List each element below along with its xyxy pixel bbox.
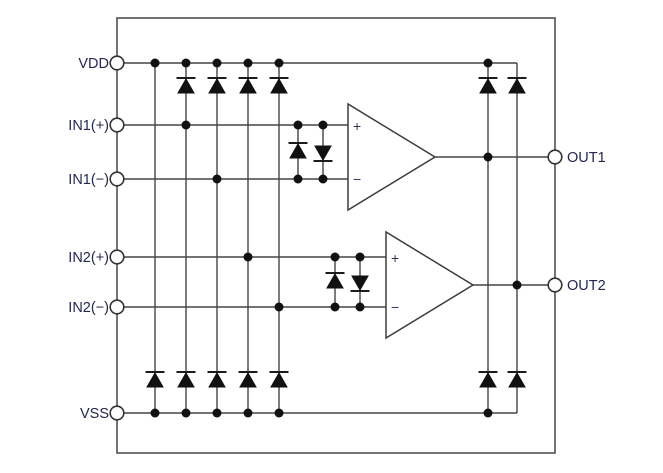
pin-in2plus-terminal [109, 249, 125, 265]
junction-dot [483, 152, 493, 162]
junction-dot [483, 58, 493, 68]
diode-vss-to-out1-icon [477, 371, 499, 388]
pin-vss-terminal [109, 405, 125, 421]
pin-in2minus-label: IN2(−) [68, 300, 109, 316]
diode-vss-to-in2minus-icon [268, 371, 290, 388]
pin-in1plus-terminal [109, 117, 125, 133]
junction-dot [512, 280, 522, 290]
pin-out1-terminal [547, 149, 563, 165]
diode-out2-to-vdd-icon [506, 77, 528, 94]
pin-out1-label: OUT1 [567, 150, 606, 166]
junction-dot [150, 58, 160, 68]
junction-dot [483, 408, 493, 418]
pin-vdd-terminal [109, 55, 125, 71]
opamp2-noninverting-label: + [391, 250, 399, 266]
pin-out2-label: OUT2 [567, 278, 606, 294]
pin-vss-label: VSS [80, 406, 109, 422]
junction-dot [181, 408, 191, 418]
diode-in1minus-to-in1plus-icon [287, 142, 309, 159]
junction-dot [243, 252, 253, 262]
opamp2-inverting-label: − [391, 299, 399, 315]
ic-boundary [116, 17, 556, 454]
junction-dot [318, 174, 328, 184]
junction-dot [212, 408, 222, 418]
pin-in1minus-terminal [109, 171, 125, 187]
junction-dot [293, 174, 303, 184]
diode-in1minus-to-vdd-icon [206, 77, 228, 94]
pin-in2plus-label: IN2(+) [68, 250, 109, 266]
diode-in1plus-to-in1minus-icon [312, 145, 334, 162]
junction-dot [181, 120, 191, 130]
junction-dot [355, 252, 365, 262]
diode-vss-to-vdd-clamp-icon [144, 371, 166, 388]
junction-dot [330, 302, 340, 312]
junction-dot [330, 252, 340, 262]
diode-in2plus-to-vdd-icon [237, 77, 259, 94]
diode-in1plus-to-vdd-icon [175, 77, 197, 94]
opamp1-inverting-label: − [353, 171, 361, 187]
junction-dot [318, 120, 328, 130]
junction-dot [243, 58, 253, 68]
opamp1-noninverting-label: + [353, 118, 361, 134]
opamp2-body [385, 230, 475, 340]
diode-vss-to-in1plus-icon [175, 371, 197, 388]
pin-in2minus-terminal [109, 299, 125, 315]
diode-in2minus-to-in2plus-icon [324, 272, 346, 289]
opamp2: + − [385, 230, 475, 340]
junction-dot [293, 120, 303, 130]
opamp1: + − [347, 102, 437, 212]
junction-dot [274, 302, 284, 312]
pin-vdd-label: VDD [78, 56, 109, 72]
junction-dot [355, 302, 365, 312]
junction-dot [181, 58, 191, 68]
pin-in1plus-label: IN1(+) [68, 118, 109, 134]
junction-dot [243, 408, 253, 418]
junction-dot [212, 174, 222, 184]
opamp1-body [347, 102, 437, 212]
junction-dot [274, 58, 284, 68]
diode-vss-to-in2plus-icon [237, 371, 259, 388]
diode-in2minus-to-vdd-icon [268, 77, 290, 94]
diode-in2plus-to-in2minus-icon [349, 275, 371, 292]
junction-dot [212, 58, 222, 68]
diode-out1-to-vdd-icon [477, 77, 499, 94]
junction-dot [274, 408, 284, 418]
pin-out2-terminal [547, 277, 563, 293]
pin-in1minus-label: IN1(−) [68, 172, 109, 188]
junction-dot [150, 408, 160, 418]
diode-vss-to-in1minus-icon [206, 371, 228, 388]
diode-vss-to-out2-icon [506, 371, 528, 388]
